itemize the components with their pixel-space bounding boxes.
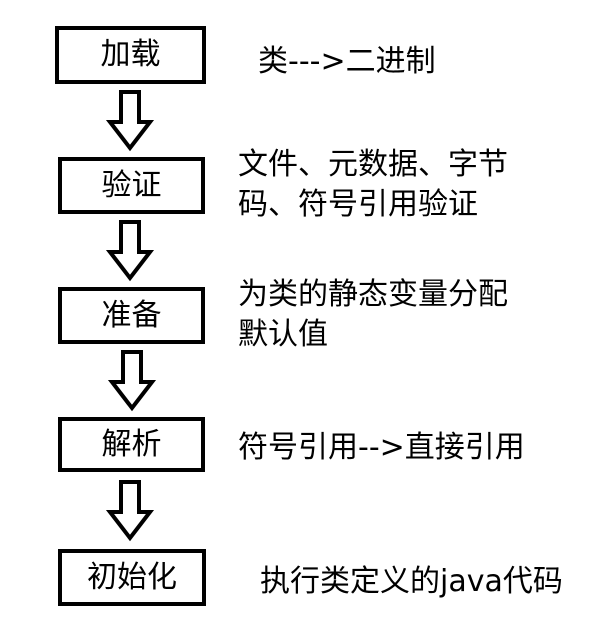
description-line: 执行类定义的java代码 xyxy=(260,564,563,599)
step-box-load: 加载 xyxy=(55,26,206,84)
step-box-prepare: 准备 xyxy=(58,287,205,344)
down-arrow-icon xyxy=(105,220,155,282)
down-arrow-icon xyxy=(105,480,155,542)
description-line: 码、符号引用验证 xyxy=(238,187,478,222)
step-label: 加载 xyxy=(100,37,161,72)
step-label: 解析 xyxy=(101,426,162,462)
description-line: 符号引用-->直接引用 xyxy=(238,430,525,465)
step-description-verify: 文件、元数据、字节 码、符号引用验证 xyxy=(238,145,508,225)
description-line: 默认值 xyxy=(238,317,328,352)
down-arrow-icon xyxy=(107,350,157,412)
description-line: 类--->二进制 xyxy=(258,44,436,79)
step-box-verify: 验证 xyxy=(58,157,205,214)
step-label: 准备 xyxy=(101,297,162,333)
step-description-resolve: 符号引用-->直接引用 xyxy=(238,428,525,468)
step-description-initialize: 执行类定义的java代码 xyxy=(260,562,563,602)
description-line: 文件、元数据、字节 xyxy=(238,147,508,182)
description-line: 为类的静态变量分配 xyxy=(238,277,508,312)
step-description-load: 类--->二进制 xyxy=(258,42,436,82)
step-description-prepare: 为类的静态变量分配 默认值 xyxy=(238,275,508,355)
step-box-resolve: 解析 xyxy=(58,417,205,472)
step-label: 初始化 xyxy=(87,559,177,595)
down-arrow-icon xyxy=(105,90,155,152)
step-box-initialize: 初始化 xyxy=(58,549,206,606)
step-label: 验证 xyxy=(101,167,162,203)
